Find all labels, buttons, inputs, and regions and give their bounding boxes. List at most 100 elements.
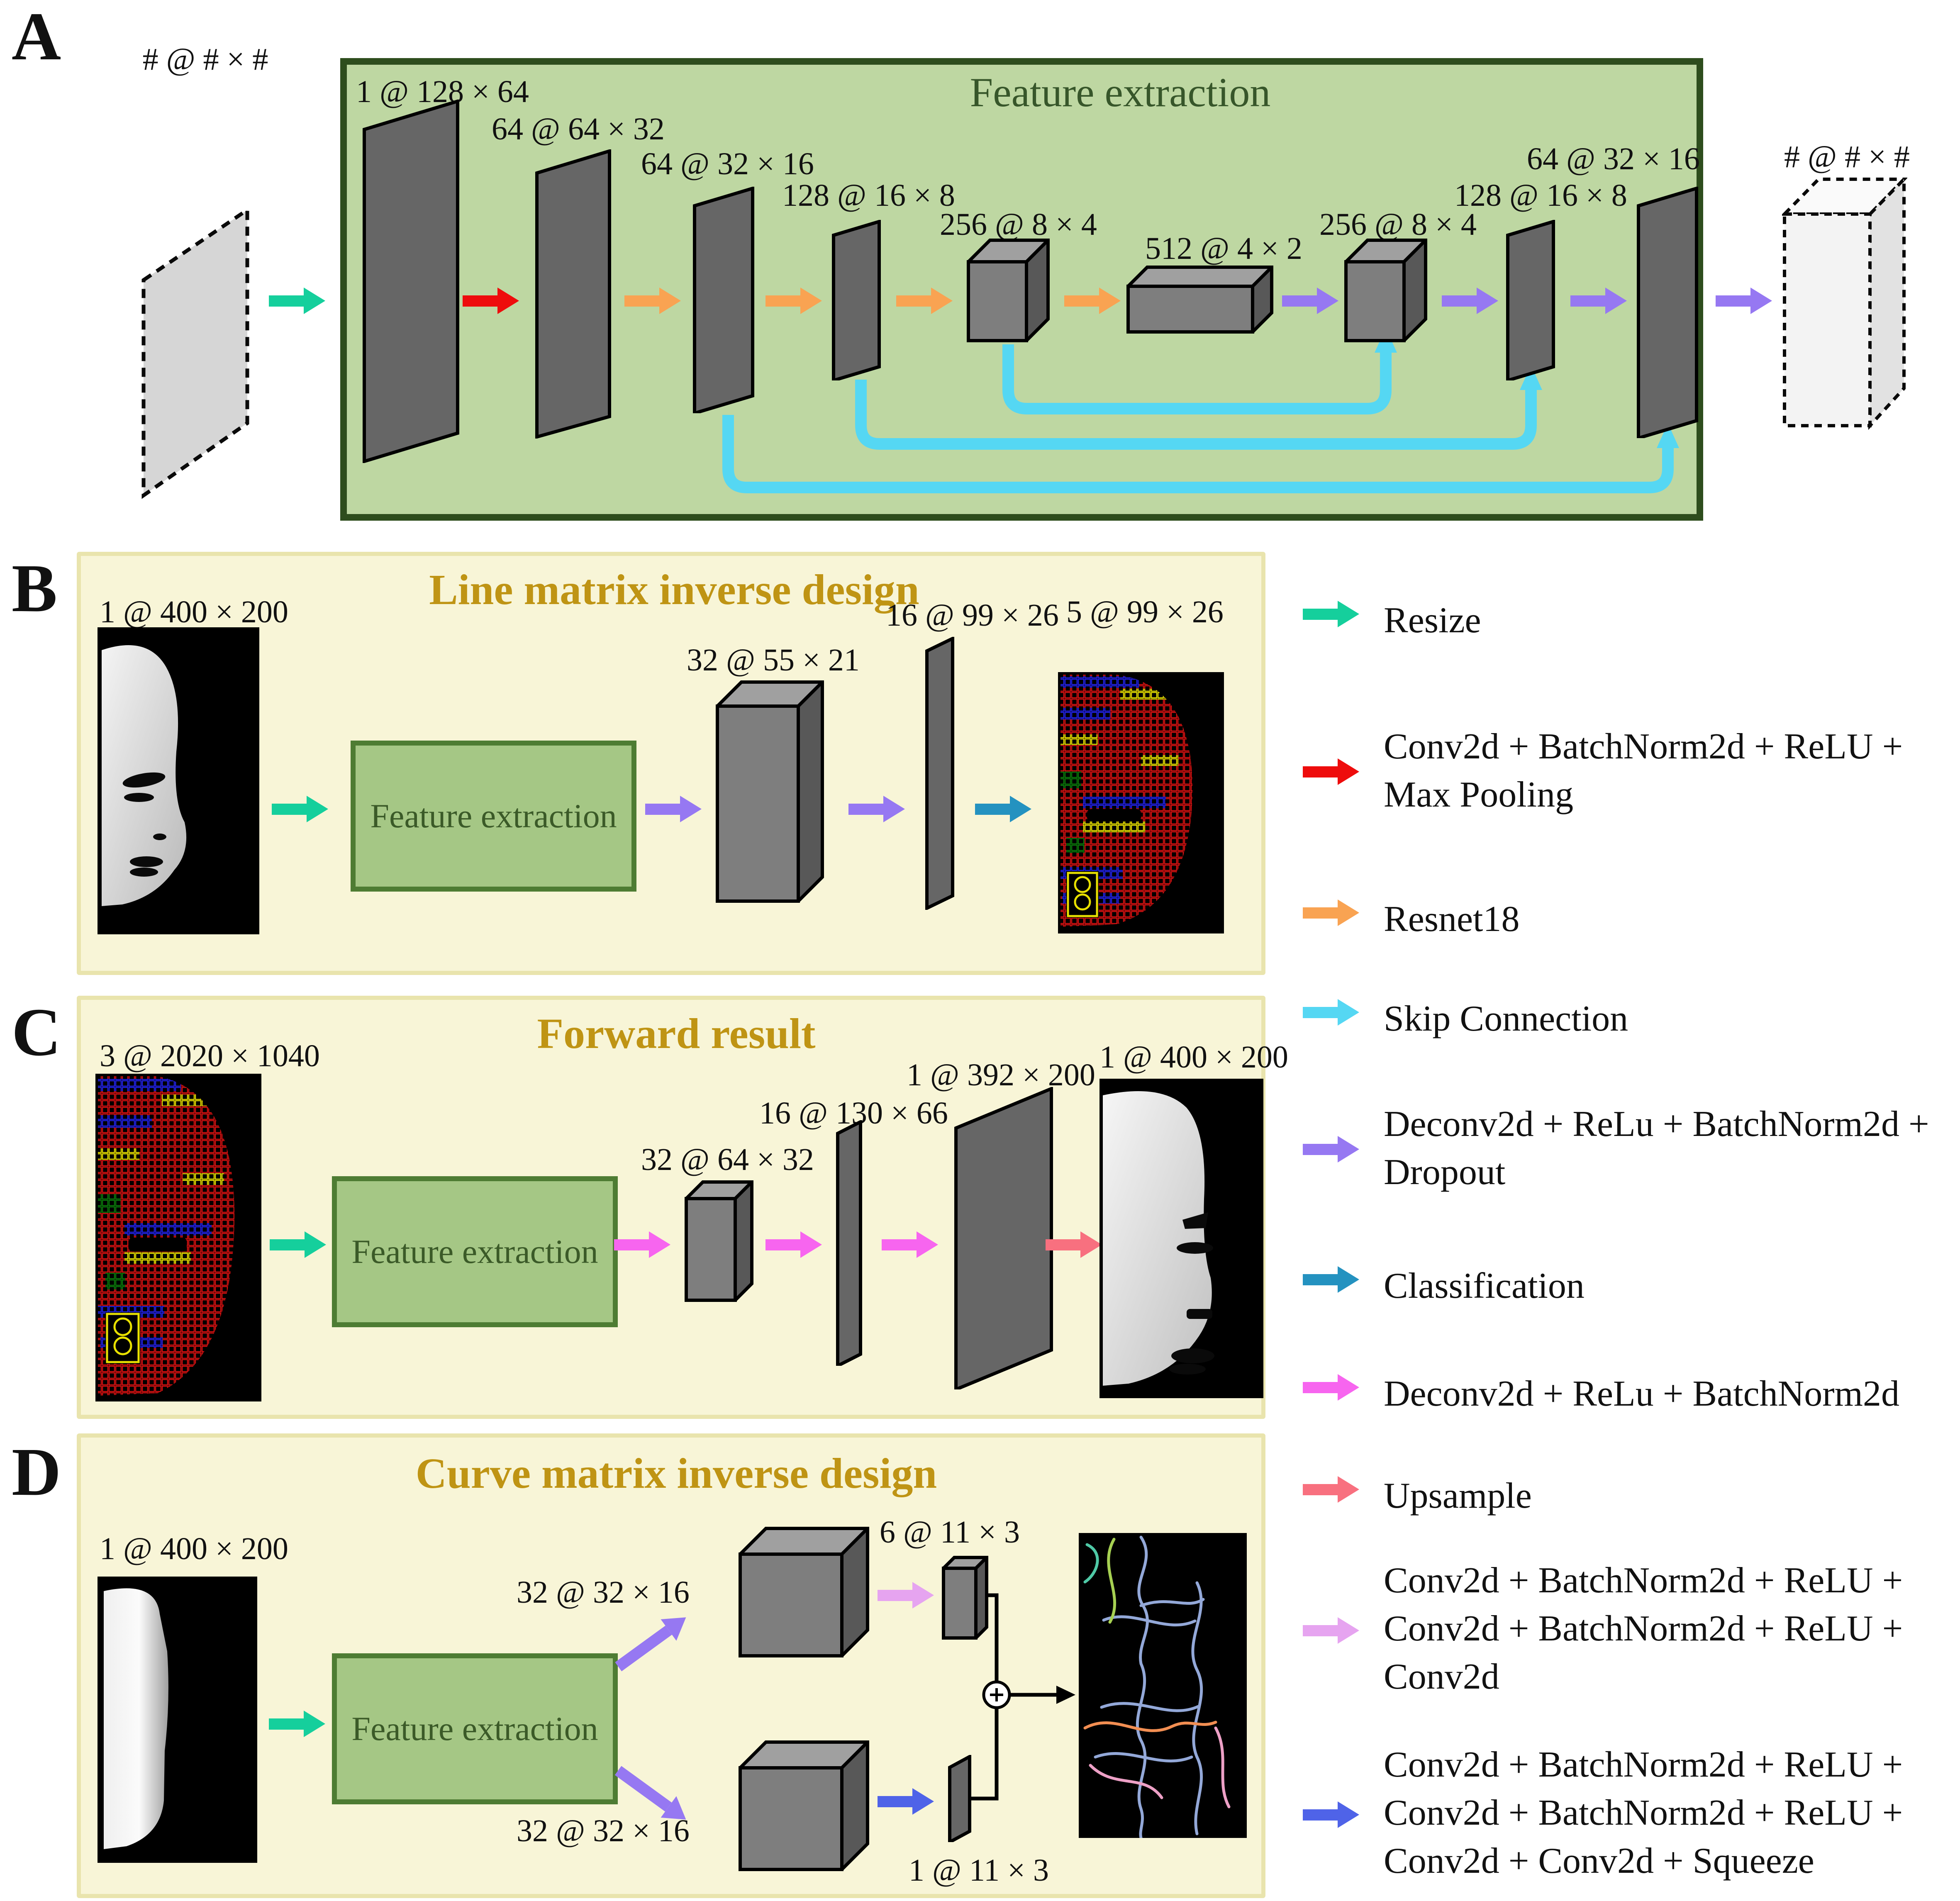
feature-extraction-block: Feature extraction [332, 1653, 618, 1804]
resize-arrow-icon [270, 1231, 326, 1258]
conv-layer [967, 239, 1050, 342]
line-matrix-image [1058, 672, 1224, 933]
deconv-arrow-icon [765, 1231, 822, 1258]
resize-arrow-icon [1303, 601, 1359, 627]
panel-c-letter: C [12, 994, 61, 1070]
layer-label: 256 @ 8 × 4 [940, 207, 1097, 242]
layer-label: 64 @ 32 × 16 [1527, 141, 1700, 176]
deconv-arrow-icon [882, 1231, 938, 1258]
conv-layer [1126, 266, 1273, 334]
conv-block [925, 637, 954, 910]
panel-c-box [77, 996, 1265, 1419]
panel-b-output-label: 5 @ 99 × 26 [1066, 595, 1224, 629]
upsample-arrow-icon [1046, 1231, 1102, 1258]
classification-arrow-icon [975, 796, 1031, 822]
panel-a-input-label: # @ # × # [142, 42, 268, 77]
conv-layer [1344, 239, 1427, 342]
layer-label: 64 @ 64 × 32 [492, 112, 665, 146]
layer-label: 128 @ 16 × 8 [1454, 178, 1627, 213]
block-label: 32 @ 64 × 32 [641, 1142, 814, 1177]
deconv-dropout-arrow-icon [1282, 288, 1338, 314]
conv-block [685, 1180, 753, 1302]
legend-item-label: Resnet18 [1384, 899, 1520, 939]
resnet-arrow-icon [1064, 288, 1121, 314]
conv-layer [535, 149, 611, 439]
resize-arrow-icon [269, 1711, 325, 1737]
legend-item-label: Conv2d + BatchNorm2d + ReLU + Conv2d + B… [1384, 1560, 1903, 1697]
deconv-arrow-icon [1303, 1374, 1359, 1401]
panel-c-input-label: 3 @ 2020 × 1040 [100, 1038, 320, 1073]
conv-block [954, 1087, 1053, 1389]
block-label: 16 @ 99 × 26 [886, 598, 1059, 633]
resnet-arrow-icon [765, 288, 822, 314]
out-label: 6 @ 11 × 3 [880, 1515, 1020, 1550]
skip-arrow-icon [1303, 999, 1359, 1026]
block-label: 32 @ 55 × 21 [687, 643, 860, 678]
feature-extraction-label: Feature extraction [351, 1710, 598, 1747]
deconv-dropout-arrow-icon [1716, 288, 1772, 314]
panel-d-box [77, 1433, 1265, 1898]
conv-pool-arrow-icon [463, 288, 519, 314]
deconv-dropout-arrow-icon [1303, 1136, 1359, 1163]
conv-block [716, 680, 824, 903]
triple-conv-arrow-icon [1303, 1617, 1359, 1644]
layer-label: 256 @ 8 × 4 [1319, 207, 1477, 242]
legend-item-label: Deconv2d + ReLu + BatchNorm2d [1384, 1374, 1899, 1414]
deconv-dropout-arrow-icon [645, 796, 702, 822]
output-tensor-icon [1782, 175, 1907, 430]
conv-squeeze-arrow-icon [878, 1788, 934, 1815]
layer-label: 128 @ 16 × 8 [782, 178, 955, 213]
conv-pool-arrow-icon [1303, 758, 1359, 785]
classification-arrow-icon [1303, 1266, 1359, 1293]
panel-b-title: Line matrix inverse design [429, 566, 919, 614]
panel-a-title: Feature extraction [970, 69, 1271, 115]
resize-arrow-icon [272, 796, 328, 822]
panel-d-input-label: 1 @ 400 × 200 [100, 1531, 288, 1566]
deconv-arrow-icon [614, 1231, 670, 1258]
legend-item-label: Conv2d + BatchNorm2d + ReLU + Max Poolin… [1384, 726, 1903, 815]
feature-extraction-block: Feature extraction [332, 1176, 618, 1327]
legend-item-label: Resize [1384, 600, 1481, 641]
branch-label: 32 @ 32 × 16 [517, 1575, 690, 1610]
panel-b-letter: B [12, 550, 58, 626]
legend-item-label: Conv2d + BatchNorm2d + ReLU + Conv2d + B… [1384, 1745, 1903, 1882]
legend-item-label: Classification [1384, 1266, 1585, 1306]
panel-a-letter: A [12, 0, 61, 74]
panel-c-output-label: 1 @ 400 × 200 [1099, 1040, 1288, 1075]
depth-face-image [1099, 1079, 1263, 1398]
conv-layer [1506, 220, 1555, 380]
resnet-arrow-icon [1303, 899, 1359, 926]
line-matrix-image [95, 1074, 261, 1401]
branch-label: 32 @ 32 × 16 [517, 1813, 690, 1848]
layer-label: 512 @ 4 × 2 [1145, 231, 1302, 266]
input-tensor-icon [141, 207, 249, 499]
resnet-arrow-icon [624, 288, 681, 314]
legend-item-label: Upsample [1384, 1476, 1532, 1516]
panel-d-title: Curve matrix inverse design [415, 1450, 937, 1497]
depth-face-image [98, 627, 259, 934]
resize-arrow-icon [269, 288, 325, 314]
resnet-arrow-icon [896, 288, 953, 314]
out-label: 1 @ 11 × 3 [909, 1853, 1049, 1888]
panel-a-output-label: # @ # × # [1784, 139, 1910, 174]
conv-block [739, 1527, 869, 1657]
feature-extraction-label: Feature extraction [351, 1233, 598, 1270]
panel-c-title: Forward result [537, 1010, 816, 1058]
layer-label: 1 @ 128 × 64 [356, 74, 529, 109]
sum-connector-icon [971, 1593, 1075, 1801]
panel-d-letter: D [12, 1434, 61, 1510]
conv-layer [363, 100, 459, 463]
conv-block [948, 1755, 971, 1842]
plus-sign: + [988, 1681, 1005, 1698]
feature-extraction-label: Feature extraction [370, 797, 617, 835]
deconv-dropout-arrow-icon [1442, 288, 1498, 314]
curve-matrix-image [1079, 1533, 1247, 1838]
depth-surface-image [98, 1577, 257, 1863]
legend-item-label: Skip Connection [1384, 999, 1628, 1039]
block-label: 1 @ 392 × 200 [907, 1058, 1095, 1092]
conv-layer [1637, 187, 1698, 438]
panel-b-input-label: 1 @ 400 × 200 [100, 595, 288, 629]
conv-layer [693, 187, 754, 413]
conv-block [739, 1740, 869, 1871]
